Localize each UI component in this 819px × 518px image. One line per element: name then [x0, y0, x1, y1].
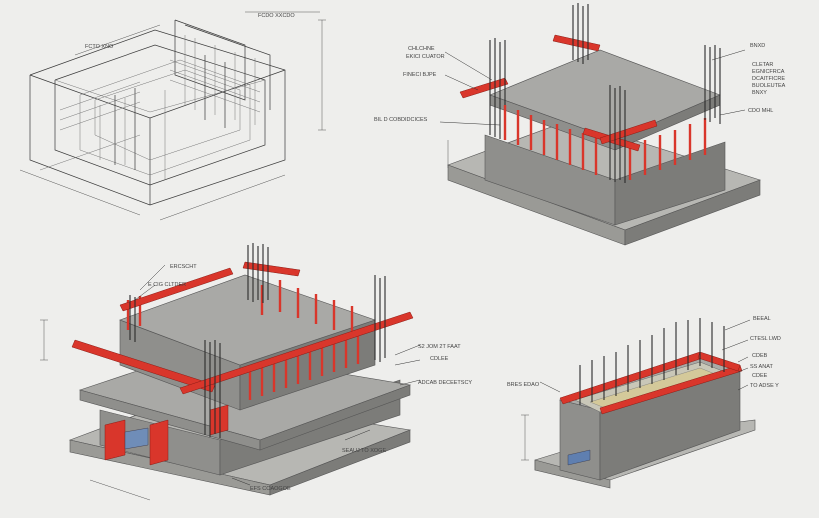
label-tr-6: CLETAR	[752, 62, 773, 68]
column-block-bottom-left: ERCSCHT E CIG CLTDER S2 JOM 2T FAAT CDLE…	[40, 243, 472, 501]
label-tr-4: BIL D COBDIDCICES	[374, 117, 428, 123]
label-tr-9: BUOLEUTEA	[752, 83, 786, 89]
label-bl-5: ADCAB DECEETSCY	[418, 380, 472, 386]
label-br-2: CTESL LWD	[750, 336, 781, 342]
label-br-6: TO ADSE Y	[750, 383, 779, 389]
label-br-5: CDEE	[752, 373, 768, 379]
label-tl-top-right: FCDO XXCDO	[258, 13, 295, 19]
label-tr-10: BNXY	[752, 90, 767, 96]
label-bl-1: ERCSCHT	[170, 264, 197, 270]
label-tr-1: CHLCHNE	[408, 46, 435, 52]
wireframe-structure: FCDO XXCDO FCTO XNO	[19, 11, 326, 221]
trench-structure-bottom-right: BEEAL CTESL LWD CDEB SS ANAT CDEE TO ADS…	[507, 316, 781, 489]
label-tl-top-left: FCTO XNO	[85, 44, 114, 50]
label-bl-6: SEAUJ TO XOGE	[342, 448, 386, 454]
label-br-7: BRES EDAO	[507, 382, 540, 388]
label-br-3: CDEB	[752, 353, 768, 359]
label-bl-4: CDLEE	[430, 356, 449, 362]
label-tr-2: EKICI CUATOR	[406, 54, 445, 60]
label-tr-5: BNXD	[750, 43, 765, 49]
label-br-1: BEEAL	[753, 316, 771, 322]
label-bl-7: EFS COAOGOE	[250, 486, 291, 492]
label-tr-11: CDO MHL	[748, 108, 773, 114]
label-tr-8: DCAITFICRE	[752, 76, 785, 82]
label-bl-3: S2 JOM 2T FAAT	[418, 344, 461, 350]
label-br-4: SS ANAT	[750, 364, 773, 370]
label-tr-3: FINECI BJPE	[403, 72, 437, 78]
column-block-top-right: CHLCHNE EKICI CUATOR FINECI BJPE BIL D C…	[374, 3, 786, 246]
label-bl-2: E CIG CLTDER	[148, 282, 186, 288]
label-tr-7: EGNICFRCA	[752, 69, 785, 75]
